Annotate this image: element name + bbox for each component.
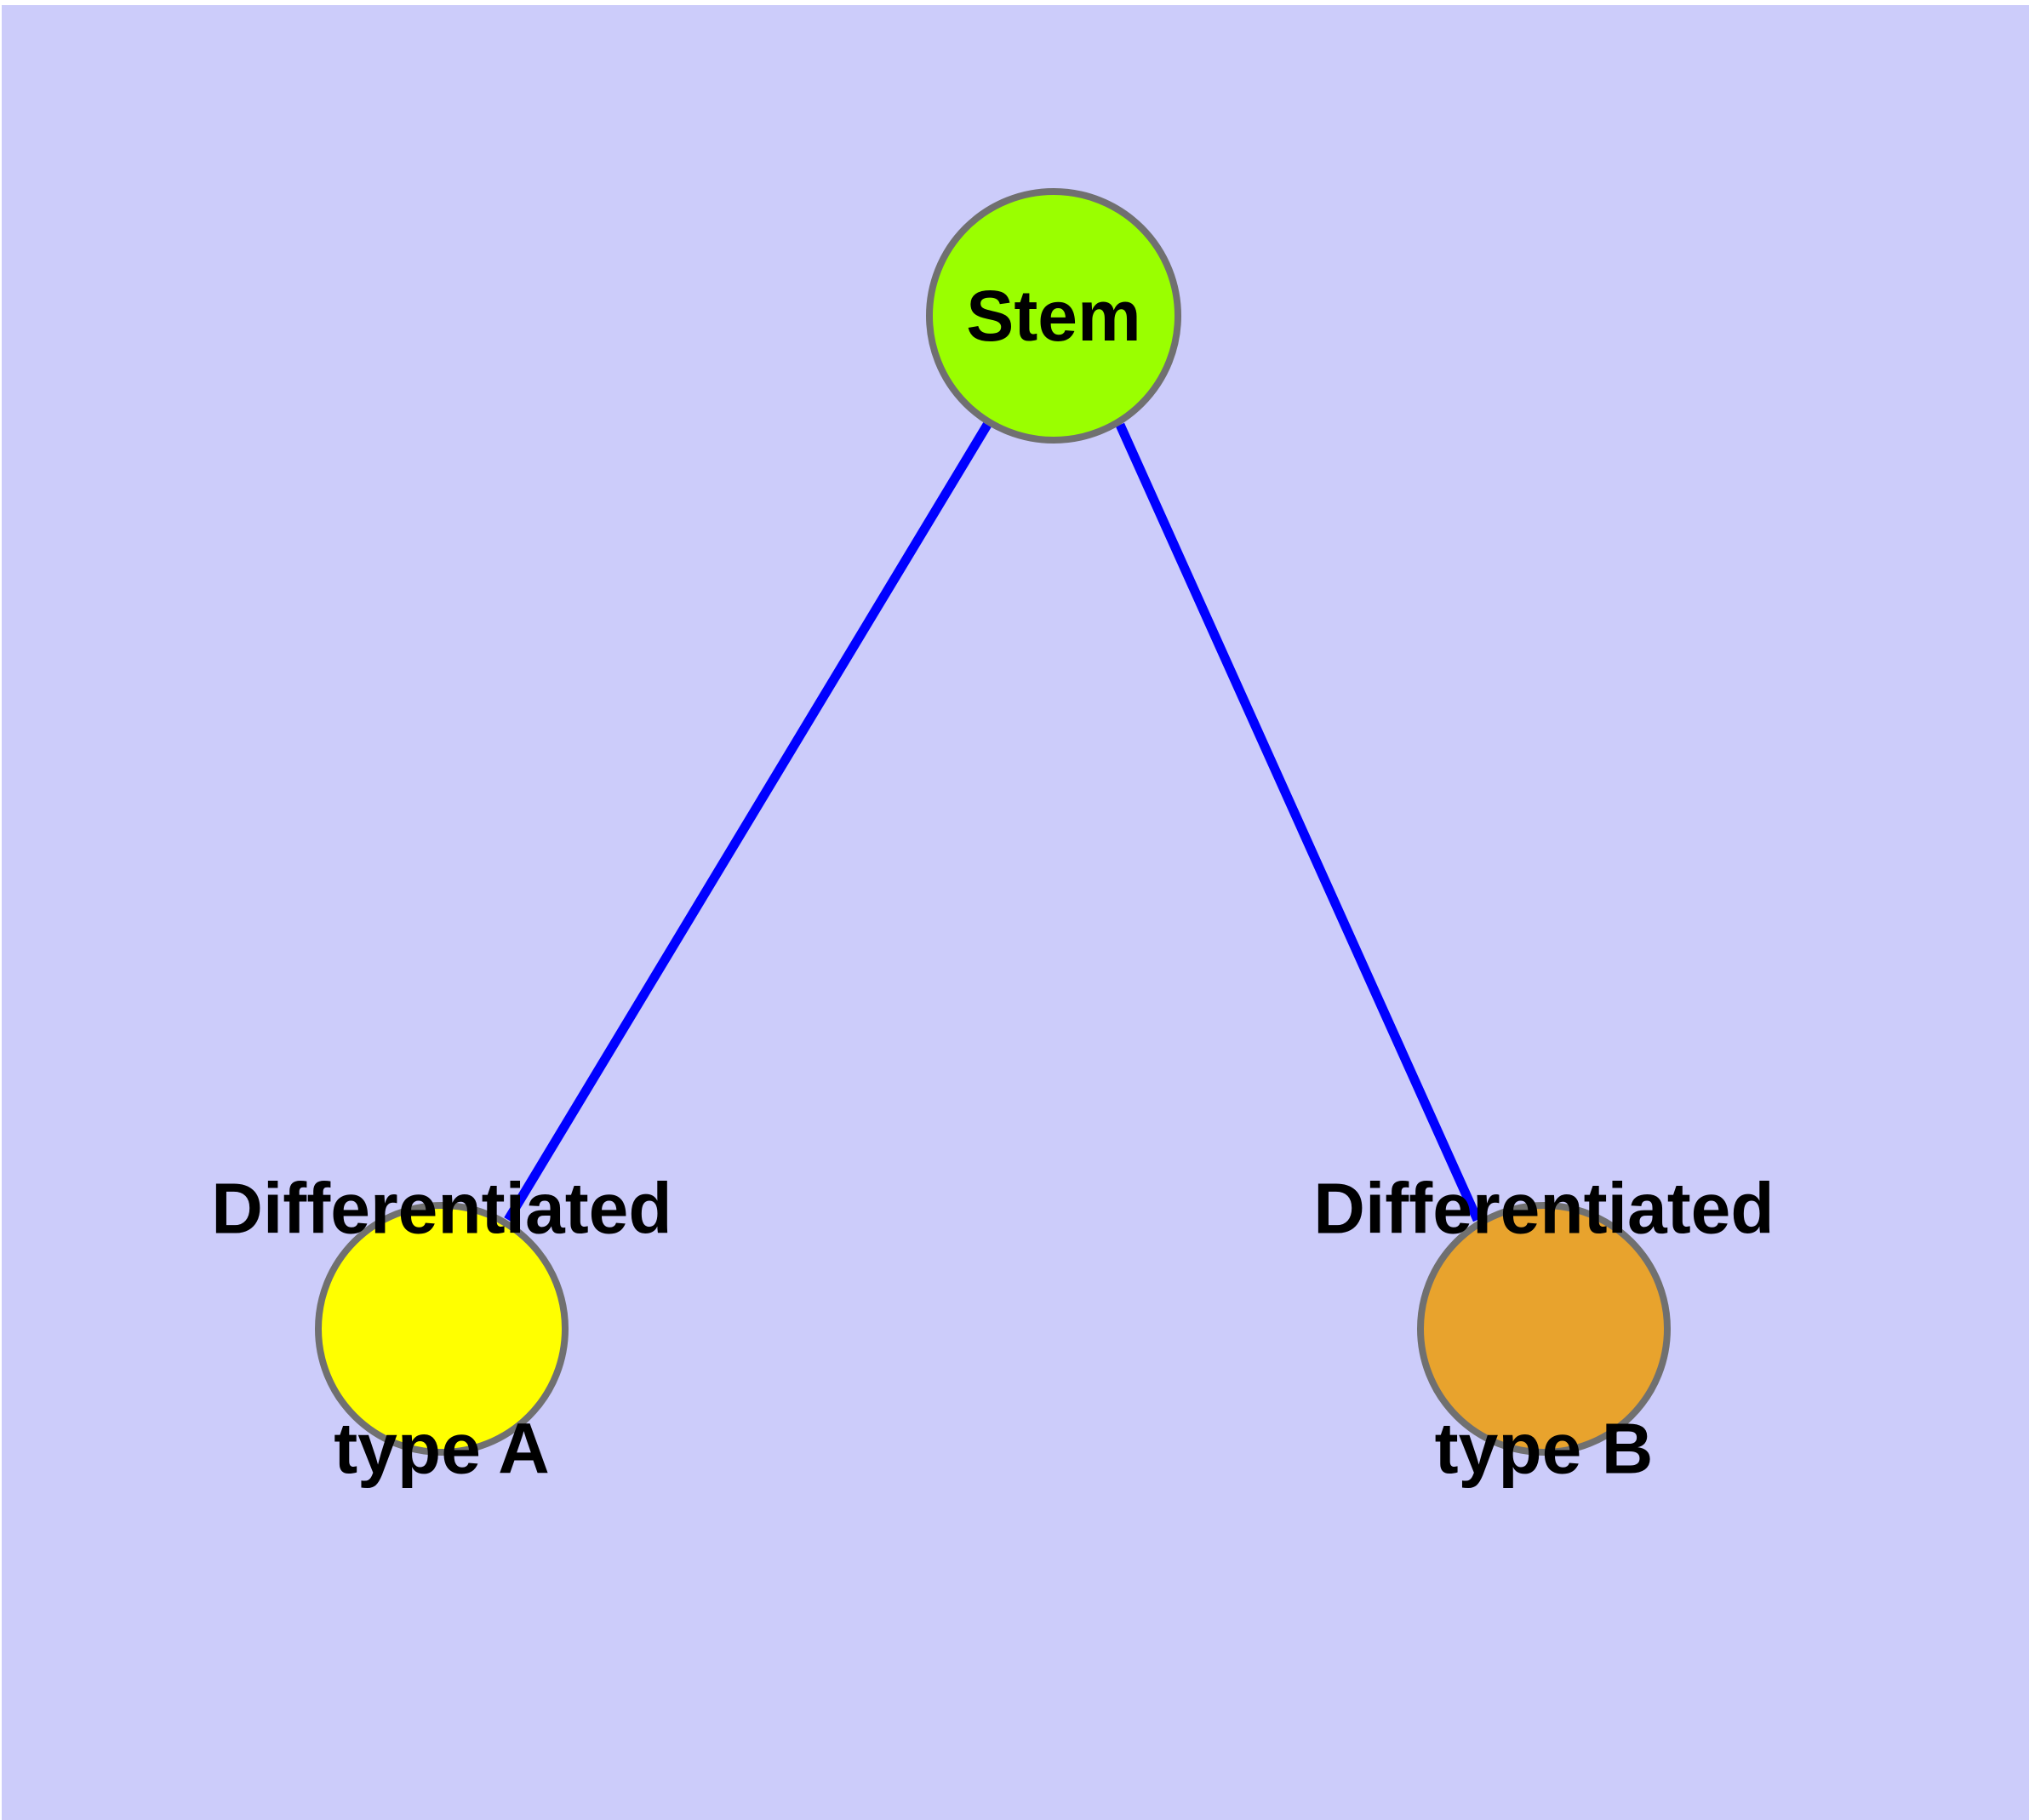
node-differentiated-type-a[interactable]: [315, 1202, 569, 1456]
node-layer: [315, 188, 1671, 1456]
node-stem[interactable]: [926, 188, 1181, 444]
edge-stem-to-differentiated-type-b[interactable]: [1115, 422, 1483, 1222]
edge-stem-to-differentiated-type-a[interactable]: [504, 422, 992, 1222]
edge-layer: [504, 422, 1483, 1222]
node-differentiated-type-b[interactable]: [1417, 1202, 1671, 1456]
